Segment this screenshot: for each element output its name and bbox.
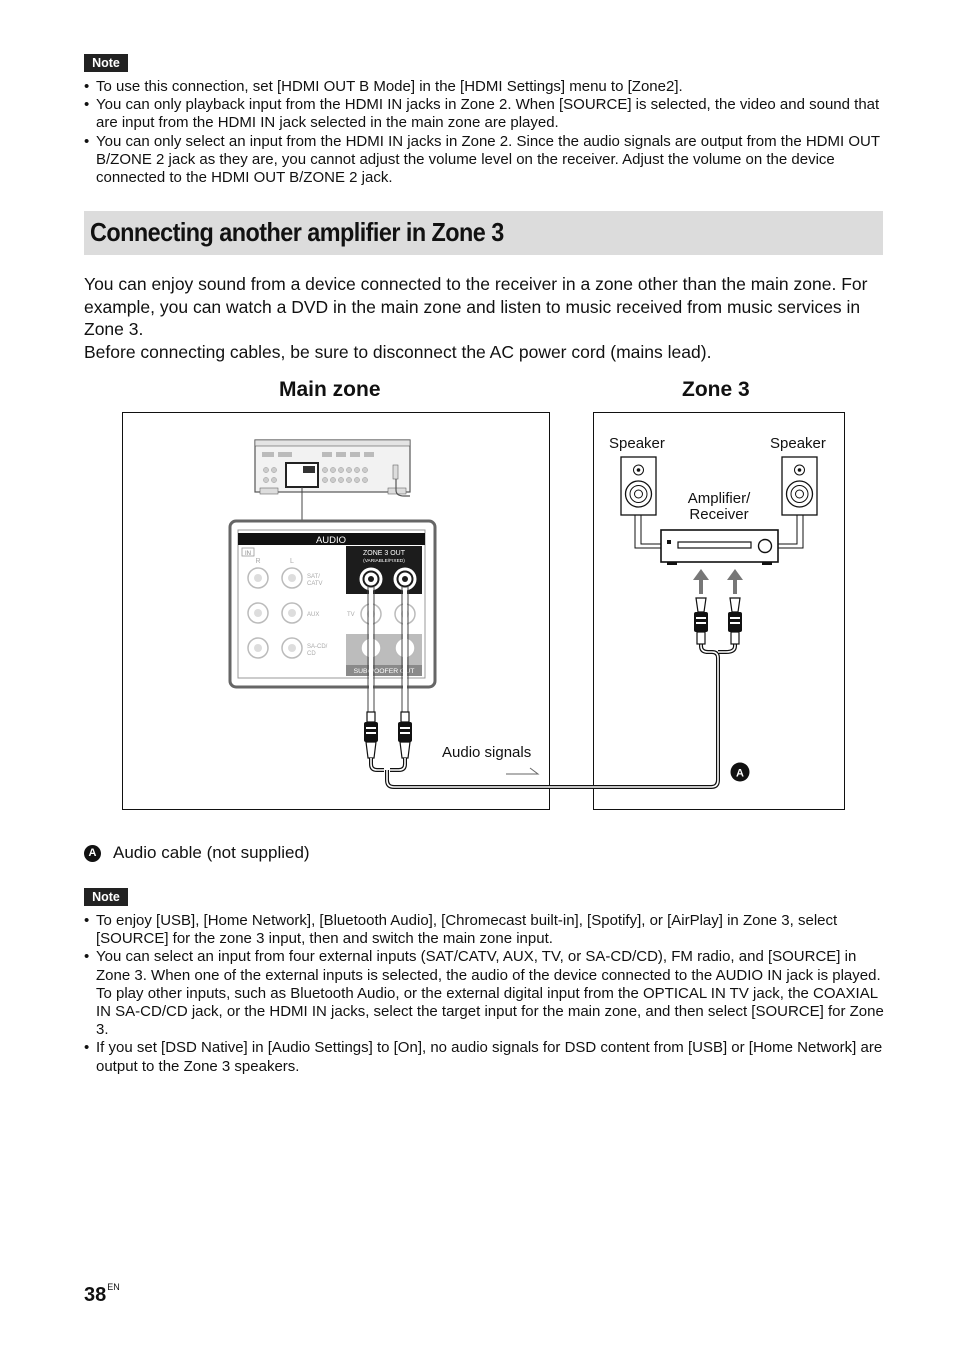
main-zone-frame bbox=[122, 412, 550, 810]
note-list: To enjoy [USB], [Home Network], [Bluetoo… bbox=[84, 912, 884, 1076]
panel-sat-label: SAT/ bbox=[307, 574, 320, 580]
legend-text: Audio cable (not supplied) bbox=[113, 843, 310, 862]
note-item: You can only select an input from the HD… bbox=[84, 133, 884, 188]
amplifier-receiver-icon bbox=[660, 529, 779, 565]
note-item: To use this connection, set [HDMI OUT B … bbox=[84, 78, 884, 96]
note-item: If you set [DSD Native] in [Audio Settin… bbox=[84, 1039, 884, 1075]
note-item: You can only playback input from the HDM… bbox=[84, 96, 884, 132]
legend: A Audio cable (not supplied) bbox=[84, 843, 310, 863]
zone3-heading: Zone 3 bbox=[682, 378, 750, 401]
section-title: Connecting another amplifier in Zone 3 bbox=[90, 217, 504, 247]
zone3-frame bbox=[593, 412, 845, 810]
speaker-left-icon bbox=[620, 456, 657, 516]
note-tag: Note bbox=[84, 54, 128, 72]
note-item: To enjoy [USB], [Home Network], [Bluetoo… bbox=[84, 912, 884, 948]
amp-label-line1: Amplifier/ bbox=[688, 490, 751, 507]
intro-text: You can enjoy sound from a device connec… bbox=[84, 273, 884, 363]
panel-catv-label: CATV bbox=[307, 581, 323, 587]
panel-l-label: L bbox=[290, 558, 294, 565]
amp-label-line2: Receiver bbox=[689, 506, 748, 523]
speaker-left-label: Speaker bbox=[609, 435, 665, 452]
section-heading-band: Connecting another amplifier in Zone 3 bbox=[84, 211, 883, 255]
panel-aux-label: AUX bbox=[307, 612, 319, 618]
panel-cd-label: CD bbox=[307, 651, 316, 657]
audio-signals-label: Audio signals bbox=[442, 744, 531, 761]
note-list: To use this connection, set [HDMI OUT B … bbox=[84, 78, 884, 187]
input-arrows-icon bbox=[693, 569, 743, 594]
panel-sacd-label: SA-CD/ bbox=[307, 644, 328, 650]
page-number: 38EN bbox=[84, 1282, 120, 1307]
panel-subwoofer: SUBWOOFER OUT bbox=[354, 668, 415, 675]
speaker-right-label: Speaker bbox=[770, 435, 826, 452]
signal-direction-arrow-icon bbox=[506, 767, 540, 775]
note-item: You can select an input from four extern… bbox=[84, 948, 884, 1039]
panel-r-label: R bbox=[255, 558, 260, 565]
audio-panel-zoom: AUDIO IN ZONE 3 OUT (VARIABLE/FIXED) SUB… bbox=[228, 519, 437, 712]
cable-marker-label: A bbox=[736, 768, 744, 780]
panel-variable: (VARIABLE/FIXED) bbox=[363, 558, 405, 564]
panel-title: AUDIO bbox=[316, 535, 346, 546]
cable-marker-icon bbox=[730, 762, 750, 782]
note-tag: Note bbox=[84, 888, 128, 906]
legend-marker-icon: A bbox=[84, 844, 101, 862]
audio-cable bbox=[369, 644, 737, 789]
speaker-right-icon bbox=[781, 456, 818, 516]
receiver-rear-icon bbox=[254, 439, 411, 522]
zone3-plugs-icon bbox=[694, 597, 742, 645]
panel-tv-label: TV bbox=[347, 612, 355, 618]
intro-paragraph: You can enjoy sound from a device connec… bbox=[84, 274, 868, 340]
panel-in-label: IN bbox=[245, 551, 251, 557]
main-zone-plugs-icon bbox=[364, 711, 412, 759]
page-language: EN bbox=[107, 1282, 120, 1292]
page-number-value: 38 bbox=[84, 1284, 107, 1306]
intro-paragraph: Before connecting cables, be sure to dis… bbox=[84, 341, 712, 362]
panel-zone3-out: ZONE 3 OUT bbox=[363, 550, 406, 557]
main-zone-heading: Main zone bbox=[279, 378, 381, 401]
